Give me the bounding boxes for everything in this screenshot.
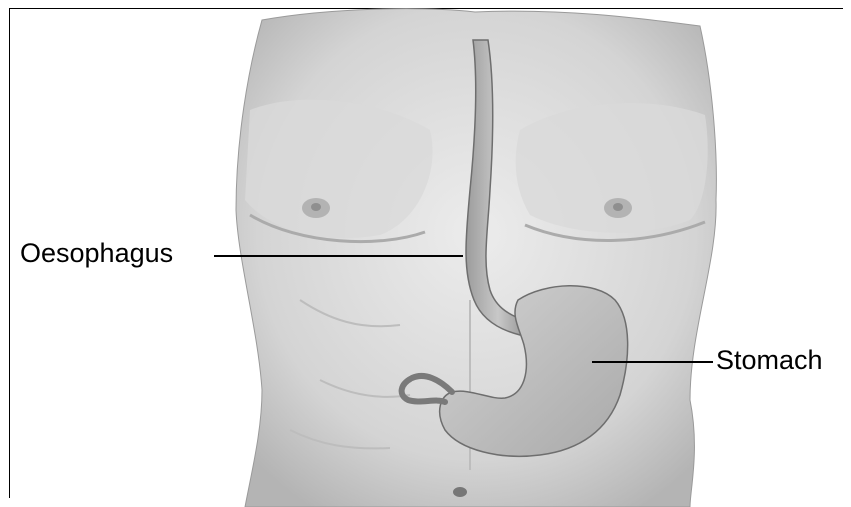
oesophagus-leader-line <box>214 255 463 257</box>
right-nipple-center <box>613 203 623 211</box>
navel <box>453 487 467 497</box>
stomach-leader-line <box>592 361 713 363</box>
oesophagus-label: Oesophagus <box>20 240 173 267</box>
left-nipple-center <box>311 203 321 211</box>
left-pectoral-shading <box>245 100 433 238</box>
stomach-label: Stomach <box>716 347 823 374</box>
